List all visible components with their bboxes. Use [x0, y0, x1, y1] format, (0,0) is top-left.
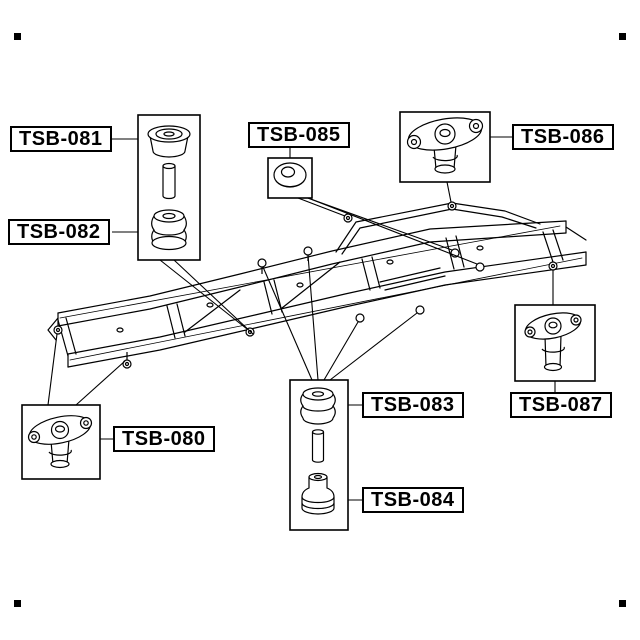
part-label-tsb-080: TSB-080	[113, 426, 215, 452]
part-label-tsb-085: TSB-085	[248, 122, 350, 148]
mount-drawing-tsb-080	[27, 415, 93, 469]
sleeve-drawing-tsb-083-084	[311, 429, 325, 463]
frame-mount-points	[53, 201, 558, 369]
connector-lines	[47, 136, 556, 501]
mount-drawing-tsb-087	[524, 312, 582, 372]
part-label-tsb-082: TSB-082	[8, 219, 110, 245]
corner-marks	[14, 33, 626, 607]
part-boxes	[21, 111, 596, 531]
corner-mark	[619, 600, 626, 607]
bushing-drawing-tsb-082	[151, 209, 187, 251]
part-label-tsb-084: TSB-084	[362, 487, 464, 513]
sleeve-drawing-tsb-081-082	[162, 162, 176, 200]
part-label-tsb-081: TSB-081	[10, 126, 112, 152]
part-box-tsb-083-084	[289, 379, 349, 531]
mount-drawing-tsb-086	[406, 117, 484, 174]
bushing-drawing-tsb-084	[301, 472, 335, 515]
corner-mark	[14, 600, 21, 607]
part-label-tsb-083: TSB-083	[362, 392, 464, 418]
bushing-drawing-tsb-083	[300, 387, 336, 425]
corner-mark	[619, 33, 626, 40]
chassis-frame-drawing	[47, 202, 587, 368]
bushing-drawing-tsb-081	[147, 125, 191, 158]
part-label-tsb-087: TSB-087	[510, 392, 612, 418]
part-label-tsb-086: TSB-086	[512, 124, 614, 150]
bushing-drawing-tsb-085	[273, 162, 307, 188]
corner-mark	[14, 33, 21, 40]
